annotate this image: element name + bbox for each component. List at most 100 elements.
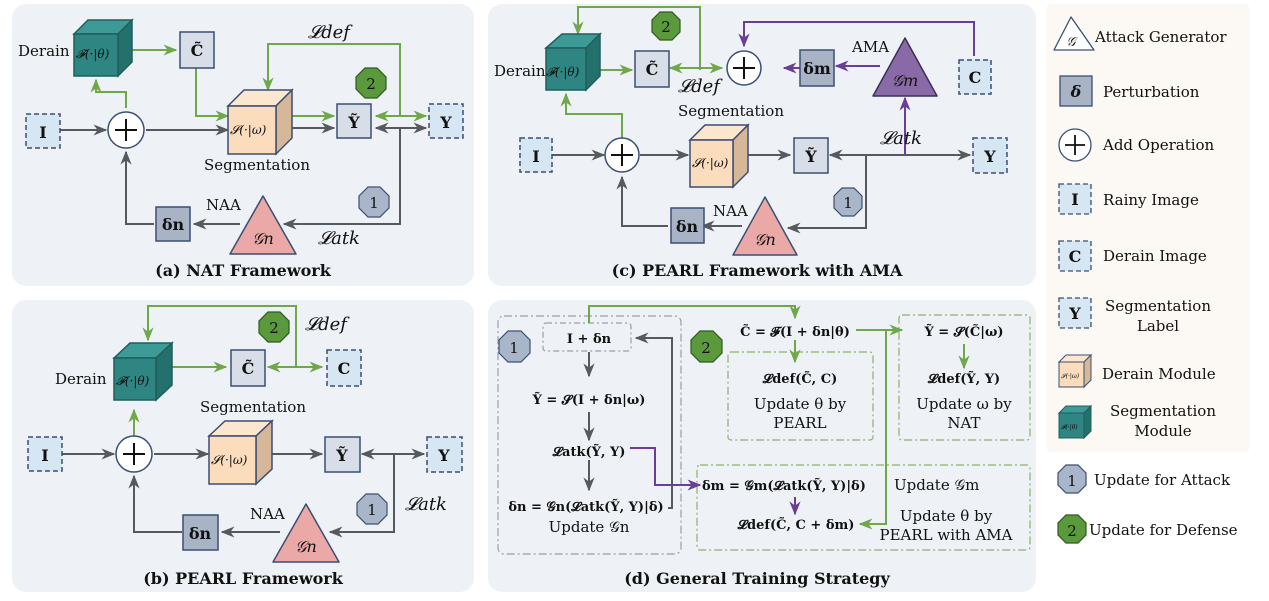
- generator-n-label: 𝒢n: [252, 229, 274, 248]
- y-tilde-box: [324, 436, 361, 473]
- derain-cube: [112, 341, 174, 402]
- naa-label: NAA: [206, 196, 241, 214]
- perturbation-icon: [1059, 75, 1093, 107]
- delta-m-box: [799, 49, 835, 87]
- legend-item-derain-image: C Derain Image: [1058, 240, 1207, 272]
- attack-generator-icon: [1053, 16, 1095, 51]
- segmentation-cube: [688, 123, 750, 189]
- derain-module-icon: [1057, 353, 1093, 389]
- y-tilde-box: [793, 137, 829, 174]
- i-label: I: [39, 123, 46, 142]
- step2-nat-loss: 𝓛def(Ỹ, Y): [927, 371, 1000, 387]
- c-tilde-box: [230, 349, 266, 387]
- svg-text:Update for Attack: Update for Attack: [1094, 471, 1231, 489]
- c-tilde-label: C̃: [191, 41, 204, 60]
- step1-eq1: Ỹ = 𝓢(I + δn|ω): [532, 392, 646, 408]
- svg-text:I: I: [1071, 190, 1078, 209]
- generator-n-triangle: [229, 195, 297, 255]
- y-tilde-label: Ỹ: [335, 444, 348, 465]
- c-tilde-label: C̃: [646, 60, 659, 79]
- step2-pearl-update-1: Update θ by: [754, 395, 847, 413]
- step2-c-eq: C̃ = 𝓕(I + δn|θ): [740, 324, 850, 340]
- legend-item-perturbation: δ Perturbation: [1059, 75, 1200, 107]
- delta-m-label: δm: [803, 59, 831, 78]
- naa-label: NAA: [250, 505, 285, 523]
- segmentation-module-icon: [1057, 404, 1093, 440]
- legend: 𝒢 Attack Generator δ Perturbation Add Op…: [1053, 16, 1238, 544]
- badge-2-icon: 2: [651, 11, 681, 41]
- generator-n-label: 𝒢n: [295, 537, 317, 556]
- c-tilde-box: [634, 50, 670, 88]
- generator-n-triangle: [272, 503, 340, 563]
- generator-n-label: 𝒢n: [754, 230, 776, 249]
- step2-pearl-loss: 𝓛def(C̃, C): [762, 371, 837, 387]
- svg-text:Segmentation: Segmentation: [1105, 297, 1211, 315]
- c-tilde-label: C̃: [242, 359, 255, 378]
- step1-input: I + δn: [567, 332, 612, 347]
- segmentation-label-icon: [1058, 297, 1092, 329]
- c-label: C: [338, 359, 351, 378]
- svg-text:Y: Y: [1068, 304, 1081, 323]
- step1-eq3: δn = 𝒢n(𝓛atk(Ỹ, Y)|δ): [508, 499, 663, 515]
- derain-cube: [72, 18, 134, 78]
- step2-ama-update: Update 𝒢m: [894, 476, 979, 494]
- y-box: [972, 137, 1008, 174]
- badge-1-icon: [1057, 464, 1087, 494]
- svg-text:1: 1: [1067, 472, 1077, 490]
- c-box: [958, 59, 992, 95]
- delta-n-label: δn: [189, 524, 212, 543]
- i-box: [519, 137, 553, 173]
- l-def-label: 𝓛def: [308, 22, 353, 43]
- seg-fn: 𝓢(·|ω): [211, 453, 248, 467]
- i-label: I: [532, 147, 539, 166]
- panel-d-bg: [488, 300, 1036, 592]
- seg-fn: 𝓢(·|ω): [692, 156, 729, 170]
- l-def-label: 𝓛def: [678, 76, 723, 97]
- svg-text:C: C: [1069, 247, 1082, 266]
- caption-b: (b) PEARL Framework: [143, 569, 344, 588]
- c-label: C: [969, 68, 982, 87]
- step1-eq2: 𝓛atk(Ỹ, Y): [552, 444, 626, 460]
- step2-ama-update-2a: Update θ by: [900, 507, 993, 525]
- step2-ama-eq: δm = 𝒢m(𝓛atk(Ỹ, Y)|δ): [702, 478, 866, 494]
- step2-nat-update-1: Update ω by: [916, 395, 1012, 413]
- add-operation-icon: [107, 111, 145, 149]
- svg-text:2: 2: [366, 75, 376, 93]
- ama-label: AMA: [851, 38, 889, 56]
- svg-text:𝒢: 𝒢: [1066, 35, 1078, 50]
- svg-text:Update for Defense: Update for Defense: [1089, 521, 1238, 539]
- seg-label: Segmentation: [678, 102, 784, 120]
- delta-n-label: δn: [676, 217, 699, 236]
- l-def-label: 𝓛def: [305, 314, 350, 335]
- svg-text:2: 2: [701, 339, 711, 357]
- legend-item-attack-generator: 𝒢 Attack Generator: [1053, 16, 1227, 51]
- svg-text:Segmentation: Segmentation: [1110, 402, 1216, 420]
- derain-label: Derain: [494, 62, 546, 80]
- step2-y-eq: Ỹ = 𝓢(C̃|ω): [923, 324, 1003, 340]
- svg-text:Label: Label: [1137, 317, 1179, 335]
- delta-n-box: [155, 206, 191, 242]
- svg-text:Derain Module: Derain Module: [1102, 365, 1216, 383]
- derain-label: Derain: [55, 370, 107, 388]
- generator-m-triangle: [872, 37, 938, 97]
- y-box: [428, 103, 464, 139]
- legend-item-segmentation-module: 𝓕(·|θ) Segmentation Module: [1057, 402, 1216, 440]
- svg-text:1: 1: [369, 194, 379, 212]
- badge-1-icon: 1: [358, 186, 390, 218]
- l-atk-label: 𝓛atk: [880, 128, 922, 149]
- badge-2-icon: 2: [690, 330, 723, 363]
- rainy-image-icon: [1058, 183, 1092, 215]
- i-label: I: [41, 446, 48, 465]
- panel-d: 1 2 I + δn Ỹ = 𝓢(I + δn|ω) 𝓛atk(Ỹ, Y) δn…: [497, 305, 1031, 588]
- legend-item-segmentation-label: Y Segmentation Label: [1058, 297, 1211, 335]
- badge-1-icon: 1: [833, 187, 863, 217]
- delta-n-box: [182, 514, 219, 551]
- step1-update: Update 𝒢n: [549, 518, 630, 536]
- y-tilde-label: Ỹ: [347, 111, 360, 132]
- step2-ama-loss: 𝓛def(C̃, C + δm): [737, 517, 855, 533]
- svg-text:Perturbation: Perturbation: [1103, 83, 1200, 101]
- svg-text:2: 2: [661, 18, 671, 36]
- y-label: Y: [439, 113, 452, 132]
- derain-fn: 𝓕(·|θ): [76, 47, 110, 61]
